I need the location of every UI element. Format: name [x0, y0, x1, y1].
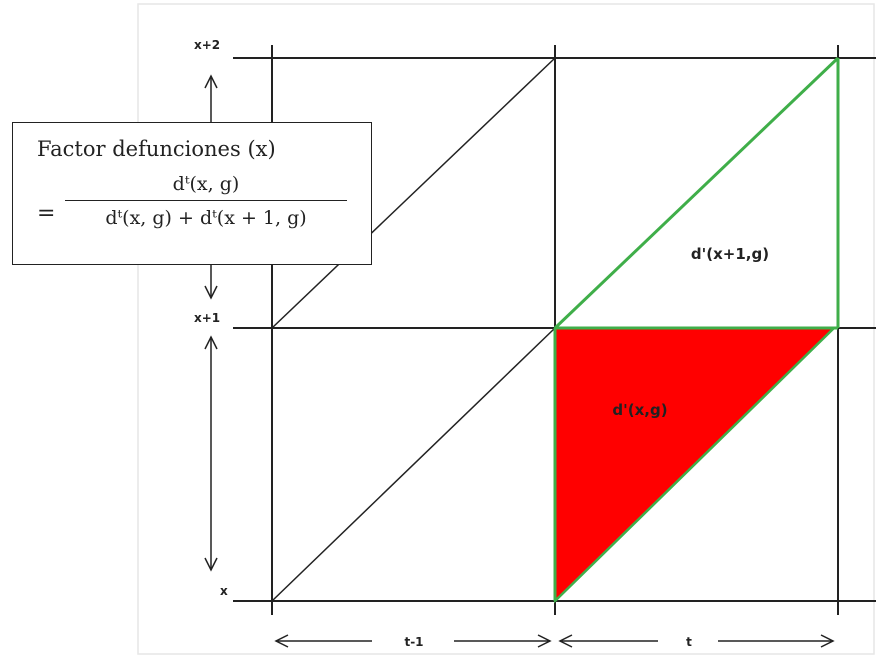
- formula-numerator: dᵗ(x, g): [172, 173, 240, 195]
- horizontal-arrow-t-minus-1: [274, 634, 552, 648]
- formula-title: Factor defunciones (x): [37, 137, 276, 161]
- life-line-lower: [271, 327, 556, 602]
- vertical-arrow-lower: [204, 335, 218, 572]
- y-label-x-plus-1: x+1: [194, 311, 220, 325]
- formula-denominator: dᵗ(x, g) + dᵗ(x + 1, g): [105, 207, 307, 229]
- green-diagonal-lower: [554, 327, 835, 602]
- formula-fraction-bar: [65, 200, 347, 201]
- x-label-t: t: [686, 635, 692, 649]
- region-label-lower: d'(x,g): [612, 401, 667, 419]
- region-label-upper: d'(x+1,g): [691, 245, 769, 263]
- y-label-x: x: [220, 584, 228, 598]
- x-label-t-minus-1: t-1: [404, 635, 423, 649]
- formula-box: Factor defunciones (x) = dᵗ(x, g) dᵗ(x, …: [12, 122, 372, 265]
- life-line-upper: [271, 57, 556, 329]
- horizontal-arrow-t: [558, 634, 835, 648]
- formula-fraction: dᵗ(x, g) dᵗ(x, g) + dᵗ(x + 1, g): [65, 170, 347, 232]
- formula-equals-sign: =: [37, 201, 56, 226]
- y-label-x-plus-2: x+2: [194, 38, 220, 52]
- green-diagonal-upper: [553, 56, 840, 330]
